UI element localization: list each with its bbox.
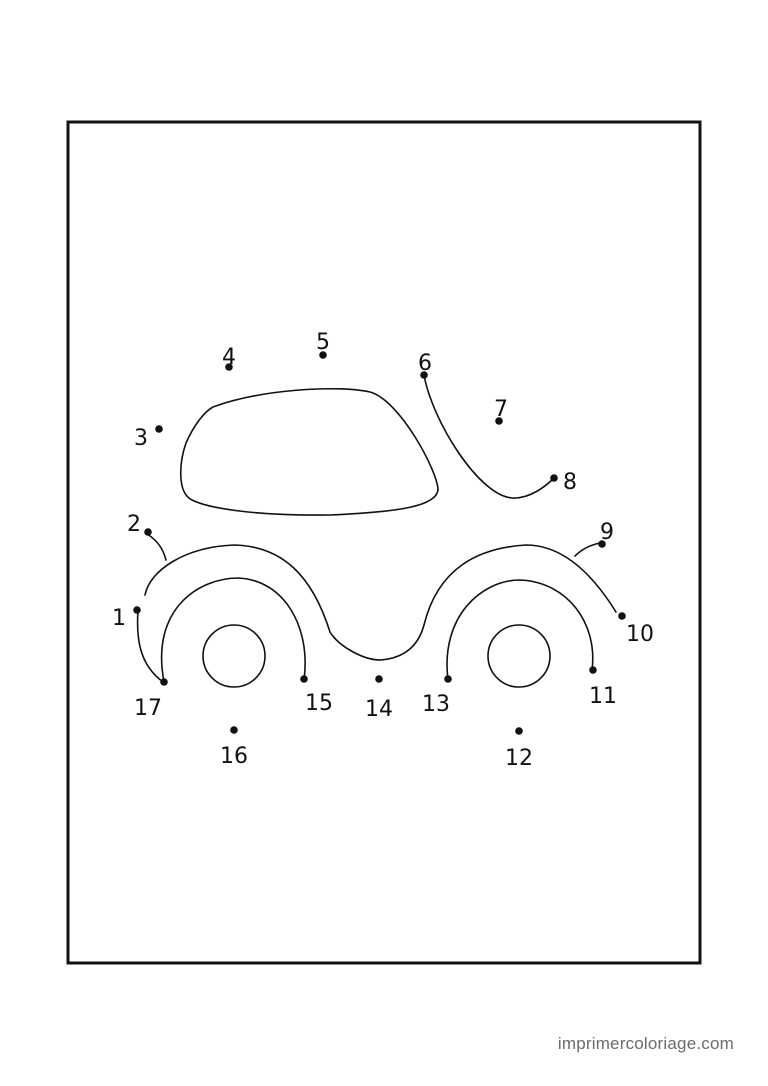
dot-number-label: 5	[316, 330, 330, 355]
dot-4: 4	[222, 345, 236, 371]
dot-marker	[144, 528, 152, 536]
car-rear-bumper-line	[136, 609, 164, 683]
dot-3: 3	[134, 425, 163, 451]
dot-marker	[300, 675, 308, 683]
car-outline	[136, 374, 617, 688]
dot-marker	[589, 666, 597, 674]
dot-number-label: 11	[589, 684, 617, 709]
car-window-outline	[179, 387, 439, 516]
dot-13: 13	[422, 675, 452, 717]
dot-marker	[444, 675, 452, 683]
dot-16: 16	[220, 726, 248, 769]
dot-9: 9	[598, 520, 614, 548]
dot-8: 8	[550, 470, 577, 495]
dot-number-label: 14	[365, 697, 393, 722]
site-watermark: imprimercoloriage.com	[557, 1034, 734, 1053]
dot-11: 11	[589, 666, 617, 709]
dot-number-label: 3	[134, 426, 148, 451]
dot-marker	[495, 417, 503, 425]
dot-number-label: 10	[626, 622, 654, 647]
dot-7: 7	[494, 397, 508, 425]
dot-number-label: 13	[422, 692, 450, 717]
page-frame	[66, 120, 702, 965]
rear-wheel	[202, 624, 266, 688]
dot-marker	[515, 727, 523, 735]
front-wheel	[487, 624, 551, 688]
dot-number-label: 15	[305, 691, 333, 716]
dot-marker	[375, 675, 383, 683]
dot-number-label: 1	[112, 606, 126, 631]
dot-marker	[160, 678, 168, 686]
car-front-hood-line	[574, 542, 601, 557]
dot-number-label: 12	[505, 746, 533, 771]
dot-marker	[598, 540, 606, 548]
dot-number-label: 17	[134, 696, 162, 721]
dot-12: 12	[505, 727, 533, 771]
dot-marker	[319, 351, 327, 359]
dot-number-label: 6	[418, 351, 432, 376]
dot-14: 14	[365, 675, 393, 722]
dot-marker	[133, 606, 141, 614]
dot-17: 17	[134, 678, 168, 721]
car-body-line	[144, 544, 617, 661]
dot-marker	[420, 371, 428, 379]
dot-number-label: 7	[494, 397, 508, 422]
rear-wheel-arch	[160, 577, 306, 683]
front-wheel-arch	[446, 579, 594, 681]
dot-10: 10	[618, 612, 654, 647]
car-roof-to-rear-line	[146, 533, 167, 561]
dot-2: 2	[127, 512, 152, 537]
dot-number-label: 8	[563, 470, 577, 495]
dot-number-label: 2	[127, 512, 141, 537]
dot-number-label: 9	[600, 520, 614, 545]
dot-6: 6	[418, 351, 432, 379]
dot-marker	[155, 425, 163, 433]
dot-marker	[550, 474, 558, 482]
dot-marker	[230, 726, 238, 734]
dot-marker	[618, 612, 626, 620]
dot-5: 5	[316, 330, 330, 359]
dot-number-label: 16	[220, 744, 248, 769]
dot-1: 1	[112, 606, 141, 631]
car-windshield-curve	[423, 374, 555, 499]
dot-marker	[225, 363, 233, 371]
dot-number-label: 4	[222, 345, 236, 370]
dot-15: 15	[300, 675, 333, 716]
